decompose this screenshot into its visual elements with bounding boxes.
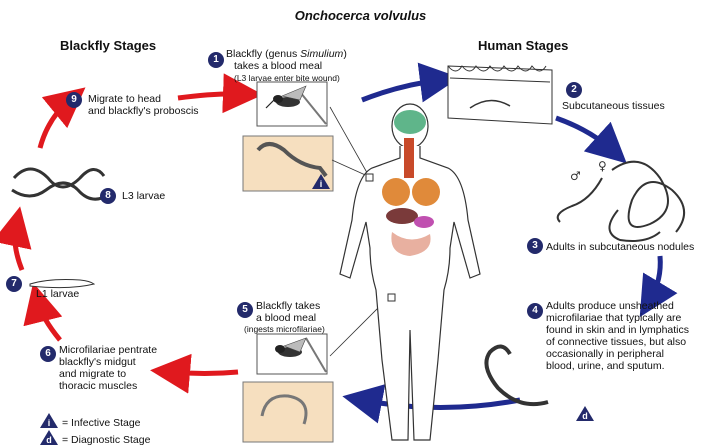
microfilaria-blood-meal [243, 382, 333, 442]
step-6-line2: blackfly's midgut [59, 356, 157, 368]
svg-text:♀: ♀ [598, 159, 607, 173]
step-5-line2: a blood meal [256, 312, 320, 324]
step-1-sub: (L3 larvae enter bite wound) [234, 73, 340, 83]
legend-diagnostic-label: = Diagnostic Stage [62, 434, 150, 446]
step-5-label: Blackfly takes a blood meal [256, 300, 320, 324]
step-8-label: L3 larvae [122, 190, 165, 202]
step-6-badge: 6 [40, 346, 56, 362]
step-1-badge: 1 [208, 52, 224, 68]
step-4-line6: blood, urine, and sputum. [546, 360, 721, 372]
microfilaria-illustration [486, 346, 548, 404]
step-6-line1: Microfilariae pentrate [59, 344, 157, 356]
step-4-line1: Adults produce unsheathed [546, 300, 721, 312]
step-4-line3: found in skin and in lymphatics [546, 324, 721, 336]
l3-larvae-illustration [12, 169, 110, 199]
blackfly-feeding-illustration [257, 334, 327, 374]
step-4-line5: occasionally in peripheral [546, 348, 721, 360]
step-7-label: L1 larvae [36, 288, 79, 300]
adult-worms-illustration: ♂ ♀ [558, 159, 684, 241]
step-1-line2: takes a blood meal [226, 60, 322, 72]
step-9-line2: and blackfly's proboscis [88, 105, 199, 117]
step-9-label: Migrate to head and blackfly's proboscis [88, 93, 199, 117]
step-4-line4: of connective tissues, but also [546, 336, 721, 348]
step-9-line1: Migrate to head [88, 93, 199, 105]
legend-infective-label: = Infective Stage [62, 417, 141, 429]
step-6-line4: thoracic muscles [59, 380, 157, 392]
human-stages-header: Human Stages [478, 38, 568, 53]
arrow-3-to-4 [650, 256, 660, 300]
skin-section-illustration [448, 66, 552, 124]
step-5-line1: Blackfly takes [256, 300, 320, 312]
step-3-badge: 3 [527, 238, 543, 254]
step-4-label: Adults produce unsheathed microfilariae … [546, 300, 721, 372]
arrow-8-to-9 [40, 100, 70, 148]
step-3-label: Adults in subcutaneous nodules [546, 241, 721, 253]
step-1-label: Blackfly (genus Simulium) takes a blood … [226, 48, 376, 72]
step-4-badge: 4 [527, 303, 543, 319]
arrow-7-to-8 [15, 226, 22, 270]
arrow-4-to-5 [362, 400, 520, 408]
step-1-line1c: ) [343, 48, 347, 60]
blackfly-bite-illustration [257, 82, 327, 126]
step-2-label: Subcutaneous tissues [562, 100, 665, 112]
step-7-badge: 7 [6, 276, 22, 292]
step-6-label: Microfilariae pentrate blackfly's midgut… [59, 344, 157, 392]
step-9-badge: 9 [66, 92, 82, 108]
step-5-badge: 5 [237, 302, 253, 318]
blackfly-stages-header: Blackfly Stages [60, 38, 156, 53]
svg-text:♂: ♂ [570, 169, 581, 183]
page-title: Onchocerca volvulus [0, 8, 721, 23]
step-1-genus: Simulium [300, 48, 343, 60]
arrow-1-to-2 [362, 80, 440, 100]
legend-diagnostic-symbol: d [40, 435, 58, 445]
step-8-badge: 8 [100, 188, 116, 204]
legend-infective-symbol: i [40, 418, 58, 428]
step-1-line1a: Blackfly (genus [226, 48, 300, 60]
infective-marker-label: i [312, 179, 330, 189]
step-6-line3: and migrate to [59, 368, 157, 380]
step-5-sub: (ingests microfilariae) [244, 324, 325, 334]
diagnostic-marker-label: d [576, 411, 594, 421]
arrow-5-to-6 [170, 372, 238, 374]
step-4-line2: microfilariae that typically are [546, 312, 721, 324]
arrow-2-to-3 [556, 118, 612, 150]
l1-larvae-illustration [30, 280, 94, 288]
step-2-badge: 2 [566, 82, 582, 98]
arrow-6-to-7 [38, 302, 60, 340]
